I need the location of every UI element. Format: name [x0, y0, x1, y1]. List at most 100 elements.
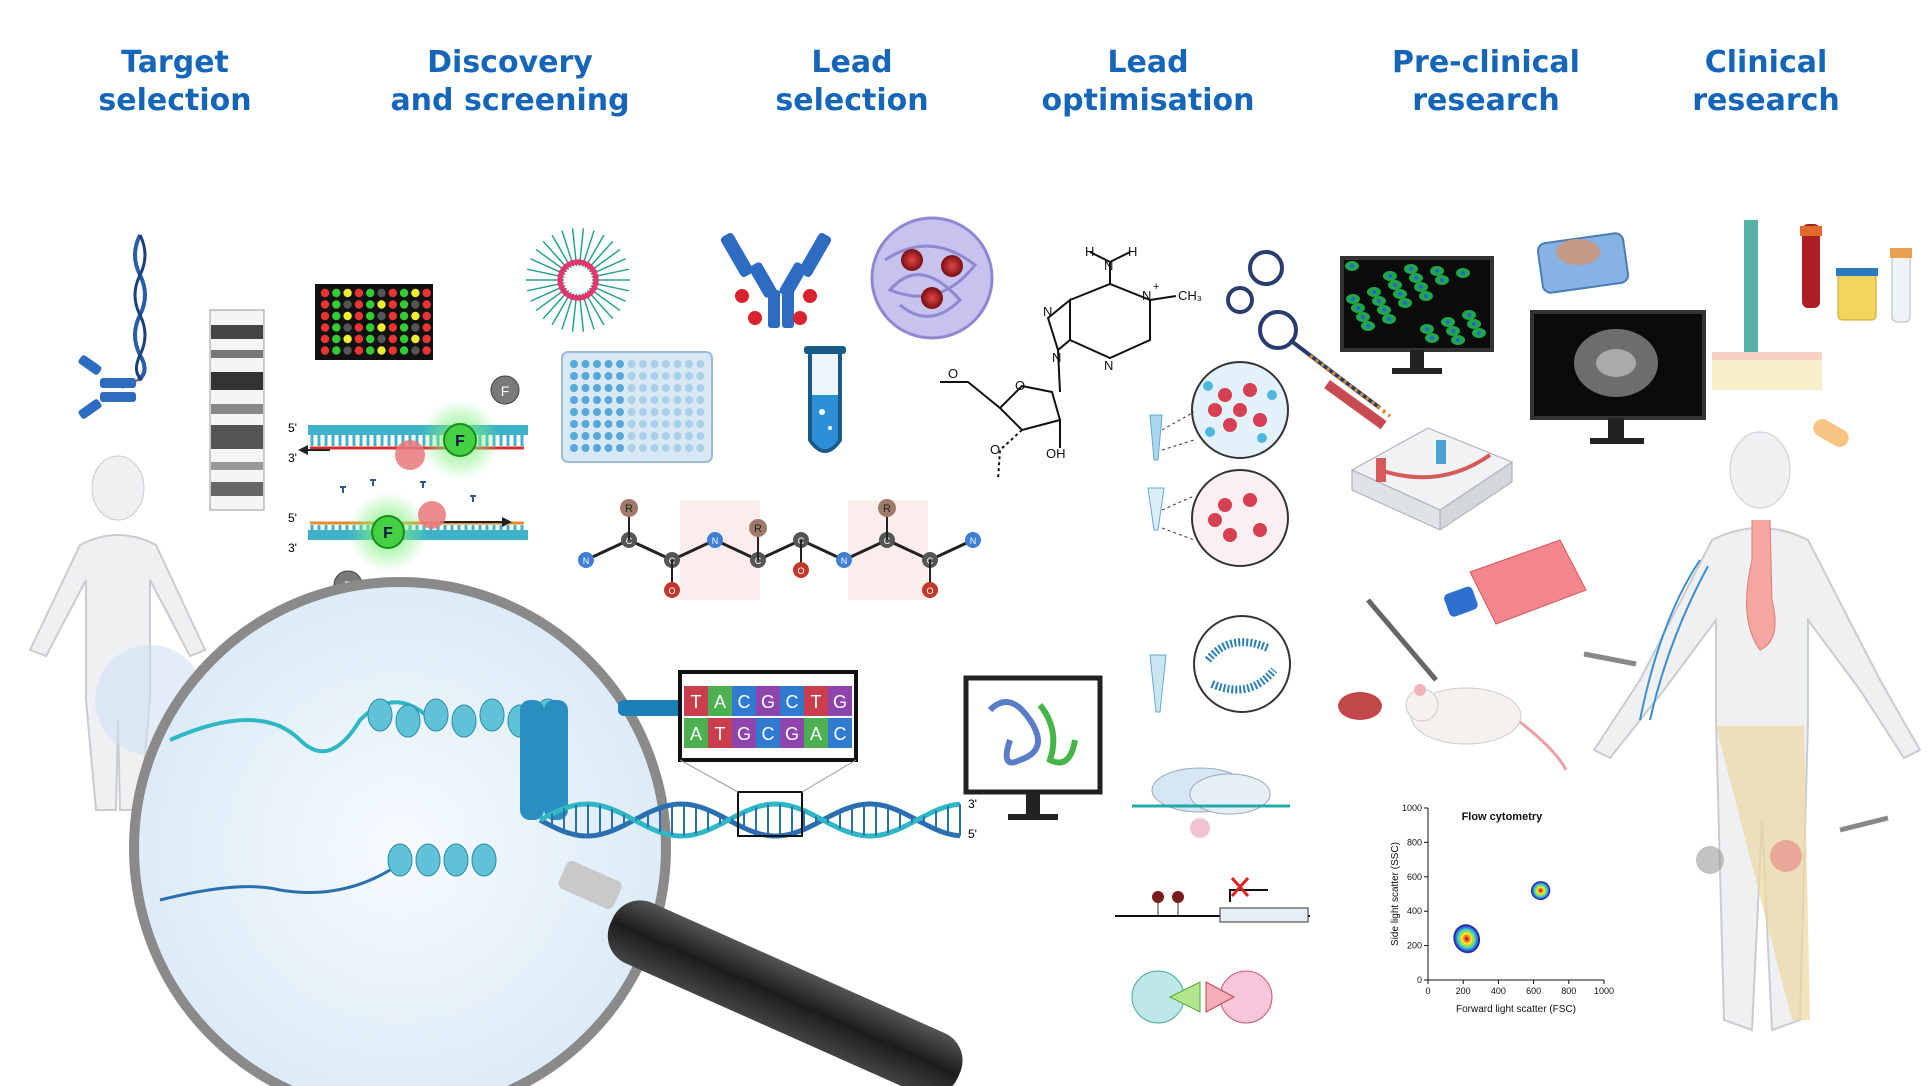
x-tick-label: 800: [1561, 986, 1576, 996]
protein-structure-monitor: [963, 675, 1103, 820]
x-tick-label: 600: [1526, 986, 1541, 996]
peptide-atom-7: C: [884, 536, 891, 546]
x-tick-label: 0: [1425, 986, 1430, 996]
biopsy-needle: [1712, 220, 1822, 390]
svg-text:O: O: [797, 566, 804, 576]
chart-title: Flow cytometry: [1462, 811, 1544, 823]
target-dna-helix: [133, 234, 147, 382]
fluor-label-top: F: [455, 433, 465, 450]
atom-n-bottom: N: [1104, 358, 1113, 373]
y-tick-label: 0: [1417, 975, 1422, 985]
ribosome-icon: [1132, 767, 1290, 838]
probe-5prime-bottom: 5': [288, 511, 297, 525]
peptide-atom-4: C: [755, 556, 762, 566]
seq-base-bottom: G: [737, 724, 751, 744]
peptide-atom-0: N: [583, 556, 590, 566]
peptide-atom-3: N: [712, 536, 719, 546]
blood-tube: [1800, 224, 1822, 308]
test-tube-icon: [804, 346, 846, 453]
x-tick-label: 400: [1491, 986, 1506, 996]
peptide-atom-9: N: [970, 536, 977, 546]
seq-base-top: C: [738, 692, 751, 712]
stage-title-discovery: Discovery and screening: [390, 45, 630, 118]
dna-3prime: 3': [968, 797, 977, 811]
y-tick-label: 600: [1407, 872, 1422, 882]
rna-strand-zoom: [1149, 615, 1291, 713]
stage-title-lead-sel: Lead selection: [775, 45, 929, 118]
gel-band-strip: [209, 309, 265, 511]
atom-n-ring: N: [1142, 288, 1151, 303]
organ-on-chip: [1350, 427, 1514, 531]
atom-h-left: H: [1085, 244, 1094, 259]
magnifier-handle: [558, 861, 963, 1086]
stage-title-lead-opt: Lead optimisation: [1041, 45, 1255, 118]
peptide-backbone: NCCNCCNCCNOOORRR: [578, 499, 981, 600]
target-antibody-icon: [78, 355, 139, 419]
atom-h-right: H: [1128, 244, 1137, 259]
hairpin-rna: [1226, 250, 1392, 430]
y-tick-label: 400: [1407, 906, 1422, 916]
probe-3prime-top: 3': [288, 451, 297, 465]
seq-base-bottom: G: [785, 724, 799, 744]
y-tick-label: 800: [1407, 837, 1422, 847]
seq-base-bottom: C: [834, 724, 847, 744]
atom-n-glyco: N: [1052, 350, 1061, 365]
atom-o-5prime: O: [948, 366, 958, 381]
atom-o-3prime: O: [990, 442, 1000, 457]
promoter-methylation: [1115, 877, 1310, 923]
atom-n-imid: N: [1043, 304, 1052, 319]
qpcr-probe-diagram: F F 5' 3' F F 5' 3': [288, 375, 528, 600]
antibody-drug-conjugate: [720, 233, 832, 328]
y-axis-label: Side light scatter (SSC): [1390, 842, 1401, 946]
quencher-label-top: F: [501, 383, 510, 399]
human-body-outline-right: [1583, 431, 1922, 1032]
seq-base-top: G: [761, 692, 775, 712]
seq-base-bottom: A: [810, 724, 822, 744]
x-axis-label: Forward light scatter (FSC): [1456, 1004, 1576, 1015]
atom-oh: OH: [1046, 446, 1066, 461]
peptide-atom-1: C: [626, 536, 633, 546]
seq-base-bottom: C: [762, 724, 775, 744]
micelle-nanoparticle: [526, 228, 630, 332]
seq-base-bottom: A: [690, 724, 702, 744]
atom-o-ring: O: [1015, 378, 1025, 393]
well-plate-icon: [561, 351, 713, 463]
dna-double-helix: 3' 5': [538, 791, 977, 841]
x-tick-label: 1000: [1594, 986, 1614, 996]
mouse-injection: [1338, 598, 1568, 771]
seq-base-bottom: T: [715, 724, 726, 744]
scatter-population-0: [1464, 936, 1469, 941]
seq-base-top: T: [811, 692, 822, 712]
tube-zoom-circles: [1147, 361, 1289, 567]
x-tick-label: 200: [1456, 986, 1471, 996]
r-group-label: R: [883, 503, 891, 515]
r-group-label: R: [625, 503, 633, 515]
chromatin-magnifier: [129, 577, 748, 1086]
seq-base-top: T: [691, 692, 702, 712]
probe-5prime-top: 5': [288, 421, 297, 435]
methyladenosine-structure: H H N N + CH₃ N N N O O O OH: [940, 244, 1202, 481]
y-tick-label: 200: [1407, 941, 1422, 951]
urine-cup: [1836, 268, 1878, 321]
stage-title-target: Target selection: [98, 45, 252, 118]
nanoparticle-red-cores: [870, 216, 994, 340]
charge-plus: +: [1153, 281, 1159, 293]
seq-base-top: C: [786, 692, 799, 712]
stage-title-preclinical: Pre-clinical research: [1392, 45, 1580, 118]
svg-text:O: O: [926, 586, 933, 596]
scatter-population-1: [1539, 889, 1543, 892]
tissue-slide: [1536, 232, 1630, 294]
microscope-monitor: [1340, 256, 1494, 374]
sample-vial: [1890, 248, 1912, 323]
r-group-label: R: [754, 523, 762, 535]
methyl-group: CH₃: [1178, 288, 1202, 303]
atom-n-amine: N: [1104, 258, 1113, 273]
y-tick-label: 1000: [1402, 803, 1422, 813]
pill-capsule: [1813, 419, 1849, 447]
protac-icon: [1131, 970, 1273, 1024]
dna-5prime: 5': [968, 827, 977, 841]
fluor-label-bottom: F: [383, 525, 393, 542]
